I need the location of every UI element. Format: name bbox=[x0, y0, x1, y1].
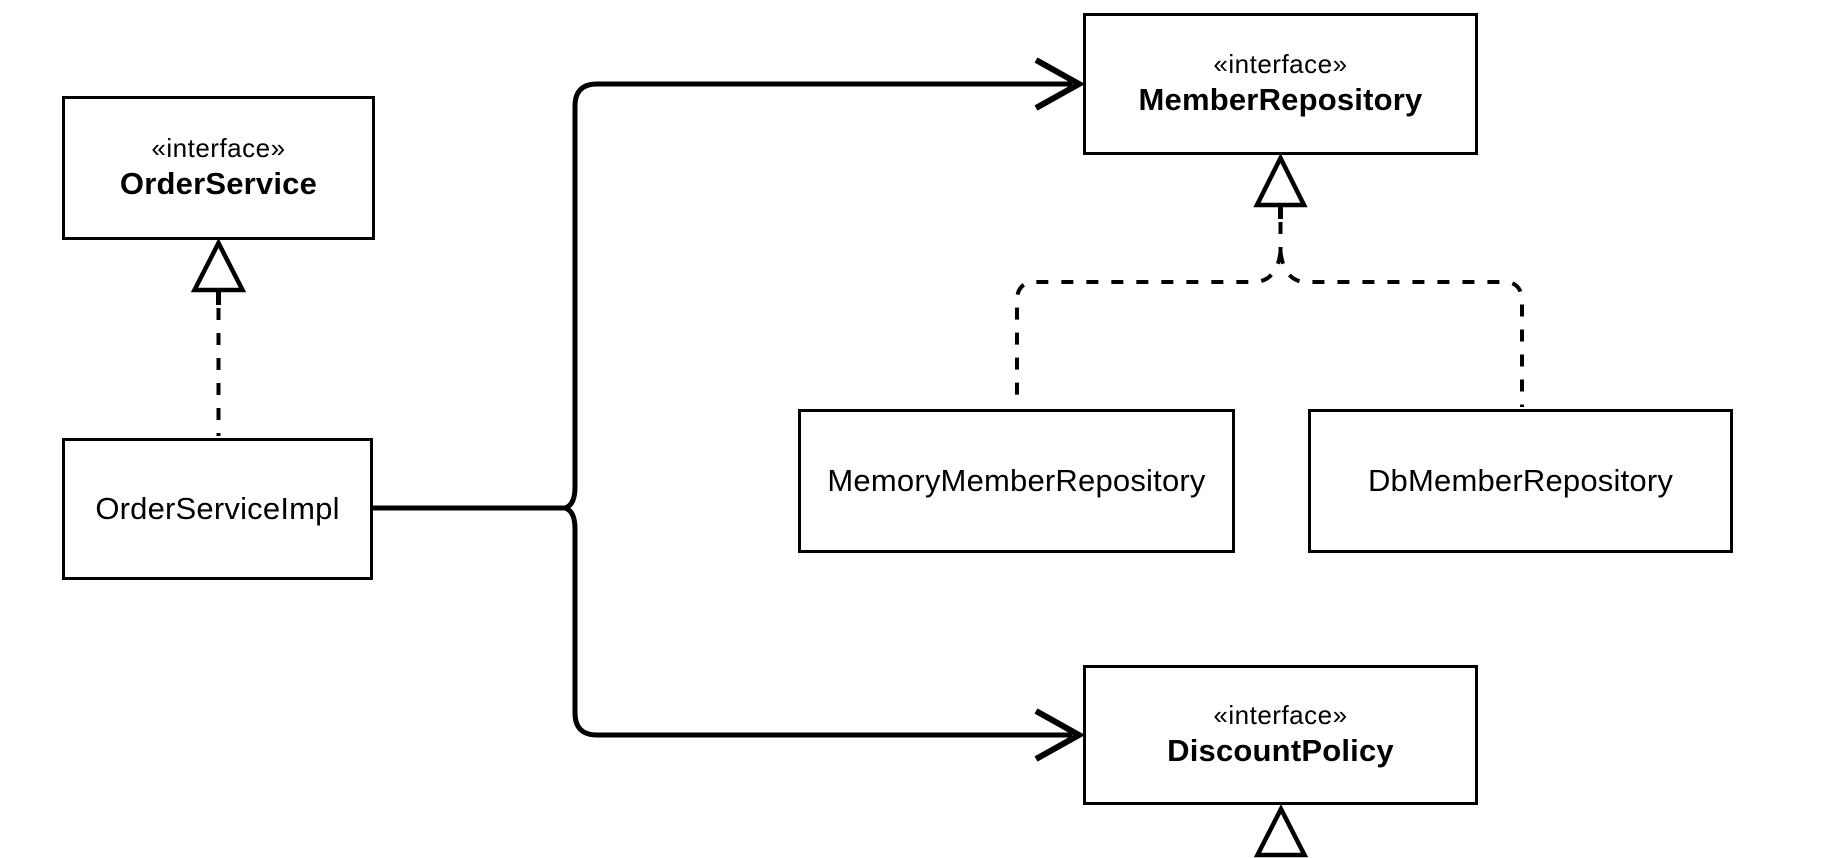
hollow-triangle-discount-policy bbox=[1253, 804, 1309, 858]
class-name-label: DiscountPolicy bbox=[1167, 732, 1394, 768]
hollow-triangle-order-service bbox=[190, 238, 247, 293]
class-box-member-repository: «interface» MemberRepository bbox=[1083, 13, 1478, 155]
realization-edge-discount-policy bbox=[1253, 804, 1309, 858]
class-name-label: MemoryMemberRepository bbox=[827, 463, 1206, 499]
stereotype-label: «interface» bbox=[1213, 700, 1348, 731]
class-box-db-member-repository: DbMemberRepository bbox=[1308, 409, 1733, 553]
class-box-order-service-impl: OrderServiceImpl bbox=[62, 438, 373, 580]
class-name-label: MemberRepository bbox=[1138, 81, 1423, 117]
open-arrowhead-discount-policy bbox=[1034, 708, 1086, 762]
class-box-discount-policy: «interface» DiscountPolicy bbox=[1083, 665, 1478, 805]
class-box-order-service: «interface» OrderService bbox=[62, 96, 375, 240]
realization-edges-member-repository bbox=[1015, 152, 1524, 407]
open-arrowhead-member-repository bbox=[1034, 57, 1086, 111]
dependency-edge-orderserviceimpl-fork bbox=[373, 57, 1086, 762]
class-name-label: OrderService bbox=[119, 165, 318, 201]
hollow-triangle-member-repository bbox=[1253, 152, 1308, 208]
stereotype-label: «interface» bbox=[1213, 49, 1348, 80]
realization-edge-orderserviceimpl-orderservice bbox=[190, 238, 247, 436]
class-name-label: DbMemberRepository bbox=[1367, 463, 1674, 499]
class-name-label: OrderServiceImpl bbox=[95, 491, 340, 527]
class-box-memory-member-repository: MemoryMemberRepository bbox=[798, 409, 1235, 553]
stereotype-label: «interface» bbox=[151, 133, 286, 164]
